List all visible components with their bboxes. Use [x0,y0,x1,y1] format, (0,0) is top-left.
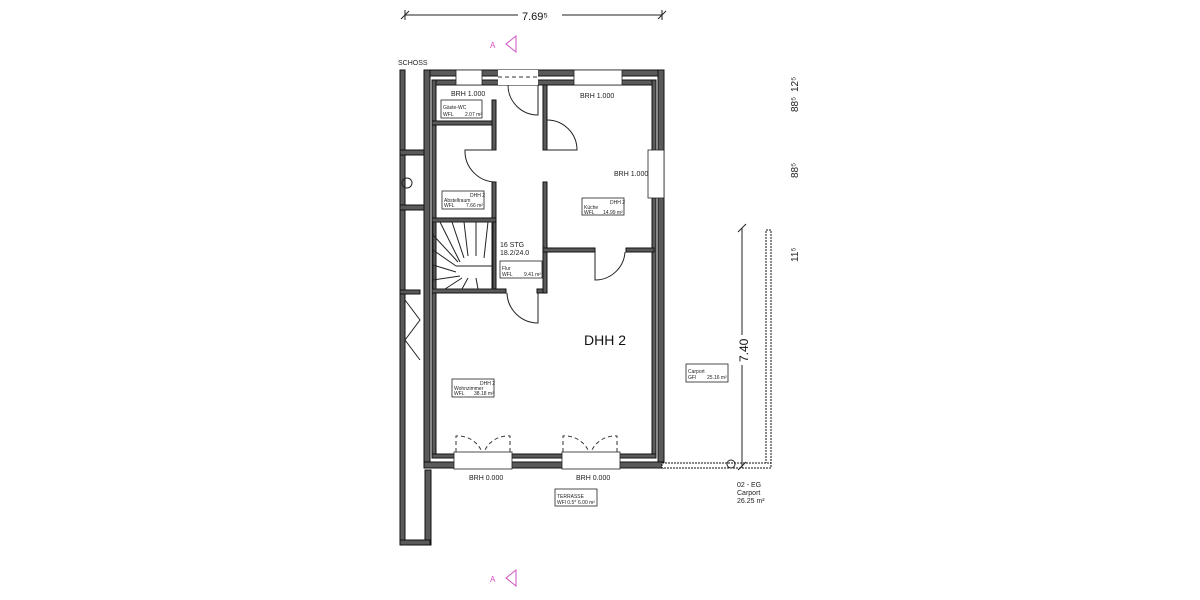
svg-text:DHH 2: DHH 2 [480,381,495,387]
svg-text:DHH 2: DHH 2 [470,193,485,199]
svg-text:26.25 m²: 26.25 m² [737,498,765,505]
svg-text:14.99 m²: 14.99 m² [603,210,623,216]
svg-text:38.18 m²: 38.18 m² [474,391,494,397]
svg-text:A: A [490,575,496,584]
room-tag-carport: Carport GFl 25.16 m² [685,363,729,383]
room-tag-terrasse: TERRASSE WFl 0.5* 6.00 m² [554,488,598,507]
svg-text:2.07 m²: 2.07 m² [465,112,482,118]
top-dimension-label: 7.69⁵ [522,11,548,23]
svg-text:TERRASSE: TERRASSE [557,494,585,500]
svg-text:Wohnzimmer: Wohnzimmer [454,386,484,392]
unit-label: DHH 2 [584,332,626,348]
svg-text:6.00 m²: 6.00 m² [578,500,595,506]
svg-text:WFl 0.5*: WFl 0.5* [557,500,576,506]
svg-text:25.16 m²: 25.16 m² [707,375,727,381]
brh-label: BRH 1.000 [451,91,485,98]
room-tag-kueche: DHH 2 Küche WFL 14.99 m² [581,197,625,216]
interior-walls [431,84,655,294]
floor-label: SCHOSS [398,60,428,67]
section-marker-top: A [490,34,517,54]
svg-text:16 STG: 16 STG [500,242,524,249]
svg-text:7.66 m²: 7.66 m² [466,203,483,209]
svg-text:GFl: GFl [688,375,696,381]
svg-text:88⁵: 88⁵ [790,163,801,178]
brh-label: BRH 0.000 [576,475,610,482]
svg-text:02 - EG: 02 - EG [737,482,761,489]
carport-dimension: 7.40 [737,338,751,362]
svg-text:Küche: Küche [584,205,598,211]
staircase: 16 STG 18.2/24.0 [432,221,529,290]
doors [455,84,626,453]
svg-text:DHH 2: DHH 2 [610,200,625,206]
neighbour-walls [399,69,432,546]
svg-text:11⁵: 11⁵ [790,247,801,262]
carport: 7.40 02 - EG Carport 26.25 m² [661,223,772,505]
svg-text:WFL: WFL [444,203,455,209]
svg-text:WFL: WFL [502,272,513,278]
room-tag-gaeste-wc: Gäste-WC WFL 2.07 m² [440,99,483,119]
svg-text:Abstellraum: Abstellraum [444,198,470,204]
brh-label: BRH 1.000 [580,93,614,100]
svg-text:Gäste-WC: Gäste-WC [443,105,467,111]
svg-text:Carport: Carport [688,369,705,375]
svg-text:88⁵: 88⁵ [790,97,801,112]
svg-text:12⁵: 12⁵ [790,77,801,92]
svg-text:Carport: Carport [737,490,760,497]
room-tag-wohnzimmer: DHH 2 Wohnzimmer WFL 38.18 m² [451,378,495,398]
svg-text:WFL: WFL [454,391,465,397]
exterior-walls [423,69,665,470]
svg-text:9.41 m²: 9.41 m² [524,272,541,278]
svg-text:WFL: WFL [584,210,595,216]
svg-text:Flur: Flur [502,266,511,272]
section-marker-bottom: A [490,568,517,588]
svg-text:WFL: WFL [443,112,454,118]
svg-text:18.2/24.0: 18.2/24.0 [500,250,529,257]
side-dimensions: 88⁵ 12⁵ 88⁵ 11⁵ [790,77,801,262]
top-dimension: 7.69⁵ [400,8,667,23]
brh-label: BRH 1.000 [614,171,648,178]
svg-text:A: A [490,41,496,50]
room-tag-flur: Flur WFL 9.41 m² [499,260,543,279]
room-tag-abstellraum: DHH 2 Abstellraum WFL 7.66 m² [441,190,485,210]
brh-label: BRH 0.000 [469,475,503,482]
